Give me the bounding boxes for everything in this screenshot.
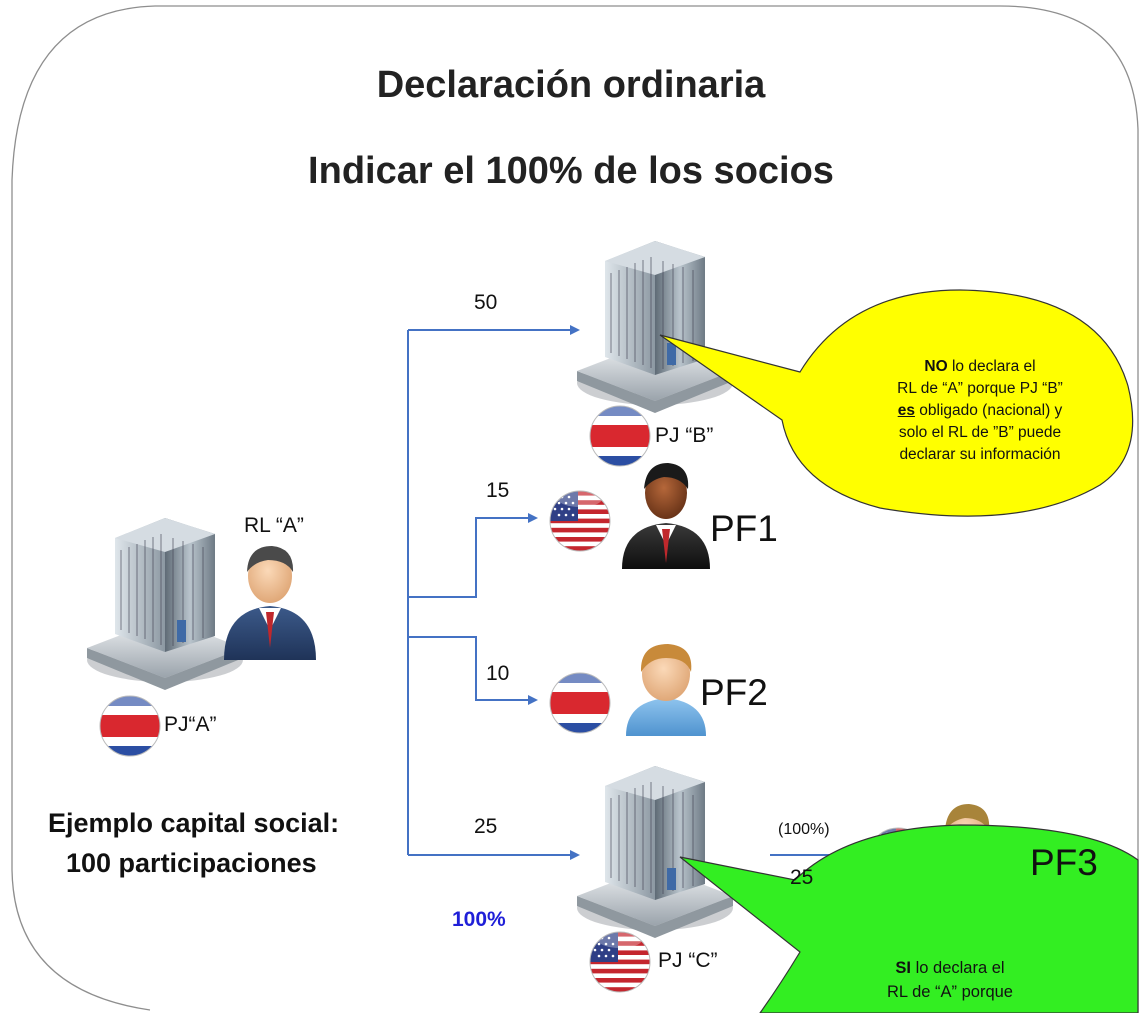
title-line-1: Declaración ordinaria [376,64,766,106]
usa-flag-icon [550,491,610,551]
callout-no-emphasis: NO [924,358,948,375]
value-pf3: 25 [790,866,814,889]
callout-no-bubble [659,289,1134,517]
pj-c-label: PJ “C” [658,949,718,972]
building-icon [86,517,244,691]
pj-a-label: PJ“A” [164,713,217,736]
pf2-label: PF2 [700,672,768,713]
percent-pf3: (100%) [778,821,830,838]
value-pf2: 10 [486,662,510,685]
building-icon [576,765,734,939]
person-dark-suit-icon [622,463,710,569]
arrow-to-pf2 [408,636,538,705]
callout-si-emphasis: SI [895,959,912,977]
building-icon [576,240,734,414]
frame-border [11,5,1139,1013]
callout-si-bubble [679,824,1139,1013]
costa-rica-flag-icon [550,673,610,733]
pf1-label: PF1 [710,508,778,549]
example-line-2: 100 participaciones [66,848,317,878]
pf3-label: PF3 [1030,842,1098,883]
total-percent: 100% [452,908,506,931]
rl-a-label: RL “A” [244,514,304,537]
costa-rica-flag-icon [590,406,650,466]
value-pj-c: 25 [474,815,498,838]
costa-rica-flag-icon [100,696,160,756]
pj-b-label: PJ “B” [655,424,714,447]
usa-flag-icon [590,932,650,992]
title-line-2: Indicar el 100% de los socios [308,150,834,192]
value-pf1: 15 [486,479,510,502]
connector-lines [407,325,860,860]
callout-si-text: SI lo declara el RL de “A” porque [887,959,1013,1001]
representative-icon [224,546,316,660]
value-pj-b: 50 [474,291,498,314]
callout-no-text: NO lo declara el RL de “A” porque PJ “B”… [897,358,1063,463]
person-casual-icon [626,644,706,736]
arrow-to-pf1 [408,513,538,598]
example-line-1: Ejemplo capital social: [48,808,340,838]
